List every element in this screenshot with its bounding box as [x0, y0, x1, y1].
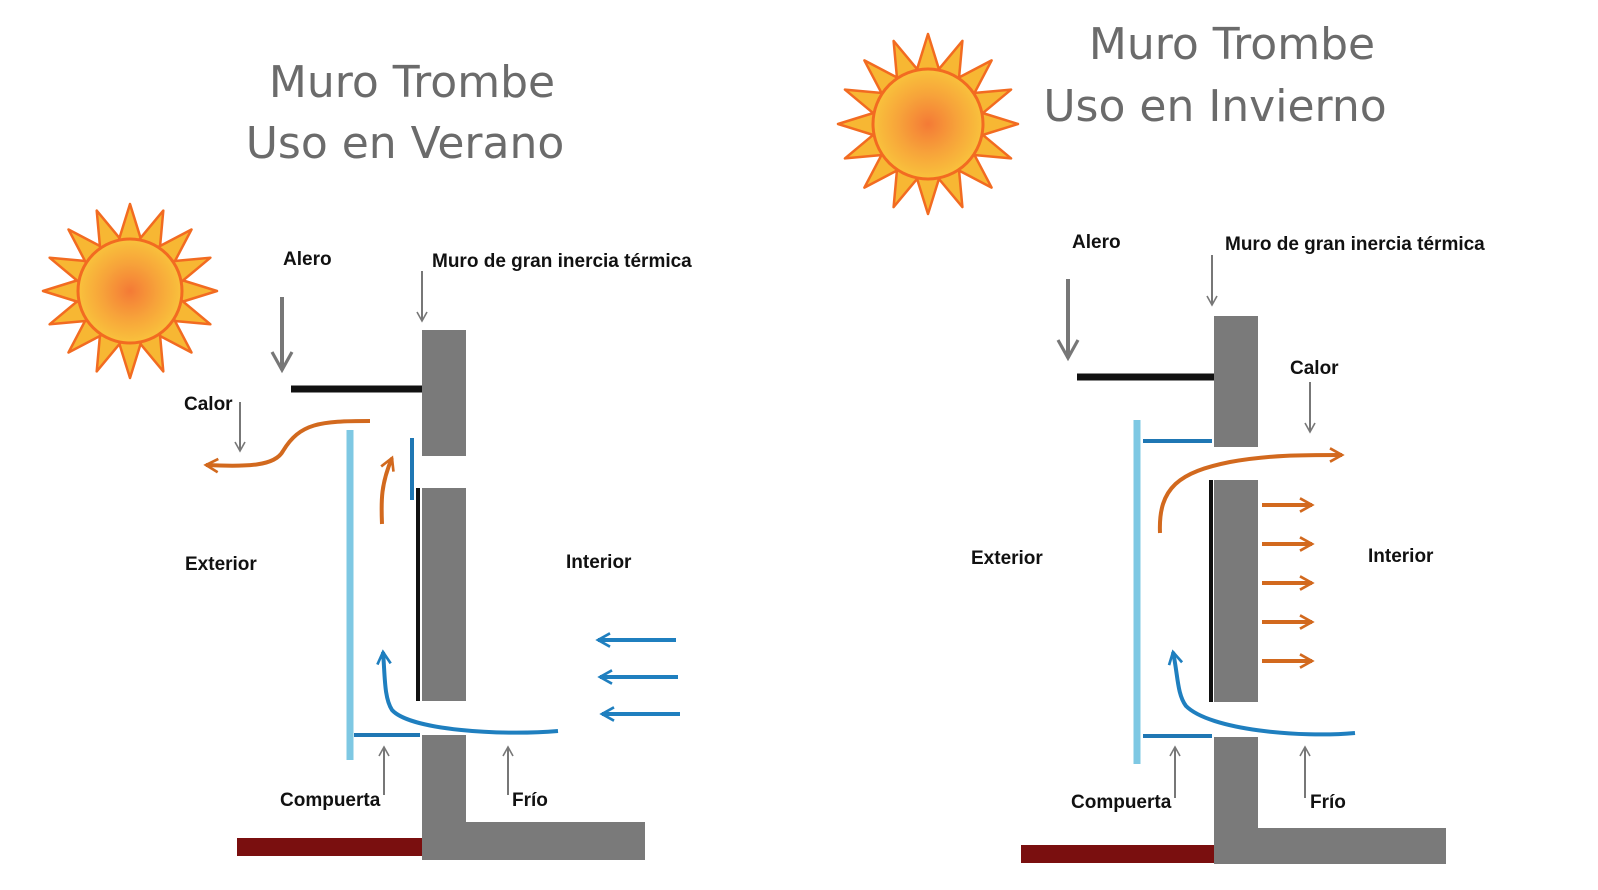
summer-panel: Muro Trombe Uso en Verano [41, 57, 692, 860]
sun-ray [915, 175, 941, 216]
damper-label: Compuerta [280, 790, 381, 811]
wall-middle [422, 488, 466, 701]
sun-ray [178, 278, 219, 304]
sun-disc [871, 67, 985, 181]
ground-strip [237, 838, 422, 856]
heat-label: Calor [1290, 358, 1339, 379]
summer-title-line2: Uso en Verano [246, 118, 565, 169]
wall-upper [422, 330, 466, 456]
winter-title-line2: Uso en Invierno [1043, 81, 1386, 132]
hot-air-exhaust-arrow [206, 419, 371, 466]
winter-panel: Muro Trombe Uso en Invierno [836, 19, 1485, 864]
floor-slab [1214, 828, 1446, 864]
interior-label: Interior [1368, 546, 1434, 567]
interior-label: Interior [566, 552, 632, 573]
summer-title-line1: Muro Trombe [269, 57, 555, 108]
floor-slab [422, 822, 645, 860]
exterior-label: Exterior [185, 554, 257, 575]
sun-ray [41, 278, 82, 304]
wall-label: Muro de gran inercia térmica [432, 251, 692, 272]
sun-ray [979, 111, 1020, 137]
wall-upper [1214, 316, 1258, 447]
cold-label: Frío [512, 790, 548, 811]
sun-icon [836, 32, 1020, 216]
sun-ray [836, 111, 877, 137]
sun-ray [117, 339, 143, 380]
eave-label: Alero [283, 249, 332, 270]
hot-air-rise-arrow [379, 458, 392, 525]
winter-title-line1: Muro Trombe [1089, 19, 1375, 70]
sun-ray [915, 32, 941, 73]
exterior-label: Exterior [971, 548, 1043, 569]
eave-label: Alero [1072, 232, 1121, 253]
sun-ray [117, 202, 143, 243]
hot-air-circulation-arrow [1157, 455, 1342, 534]
sun-disc [76, 237, 184, 345]
wall-label: Muro de gran inercia térmica [1225, 234, 1485, 255]
cold-air-loop-arrow [1173, 652, 1356, 737]
heat-label: Calor [184, 394, 233, 415]
sun-icon [41, 202, 219, 380]
damper-label: Compuerta [1071, 792, 1172, 813]
wall-middle [1214, 480, 1258, 702]
cold-label: Frío [1310, 792, 1346, 813]
ground-strip [1021, 845, 1214, 863]
cold-air-loop-arrow [383, 652, 559, 735]
